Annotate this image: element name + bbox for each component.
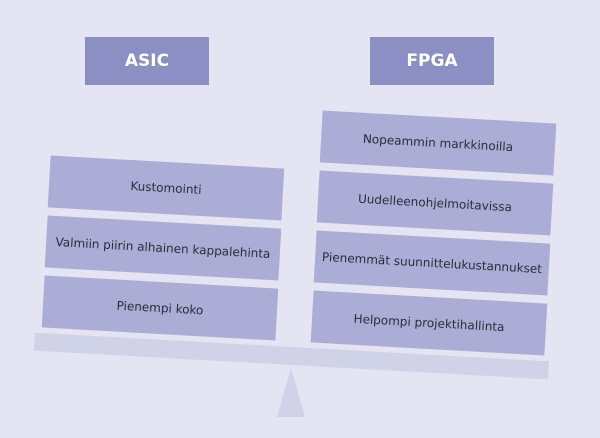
fpga-item: Helpompi projektihallinta (310, 290, 548, 356)
asic-header: ASIC (85, 37, 209, 85)
asic-item: Valmiin piirin alhainen kappalehinta (44, 215, 282, 281)
asic-item: Pienempi koko (41, 275, 279, 341)
fpga-item: Nopeammin markkinoilla (319, 110, 557, 176)
asic-item: Kustomointi (47, 155, 285, 221)
fpga-item: Uudelleenohjelmoitavissa (316, 170, 554, 236)
scale-fulcrum (277, 368, 305, 417)
fpga-header: FPGA (370, 37, 494, 85)
fpga-item: Pienemmät suunnittelukustannukset (313, 230, 551, 296)
